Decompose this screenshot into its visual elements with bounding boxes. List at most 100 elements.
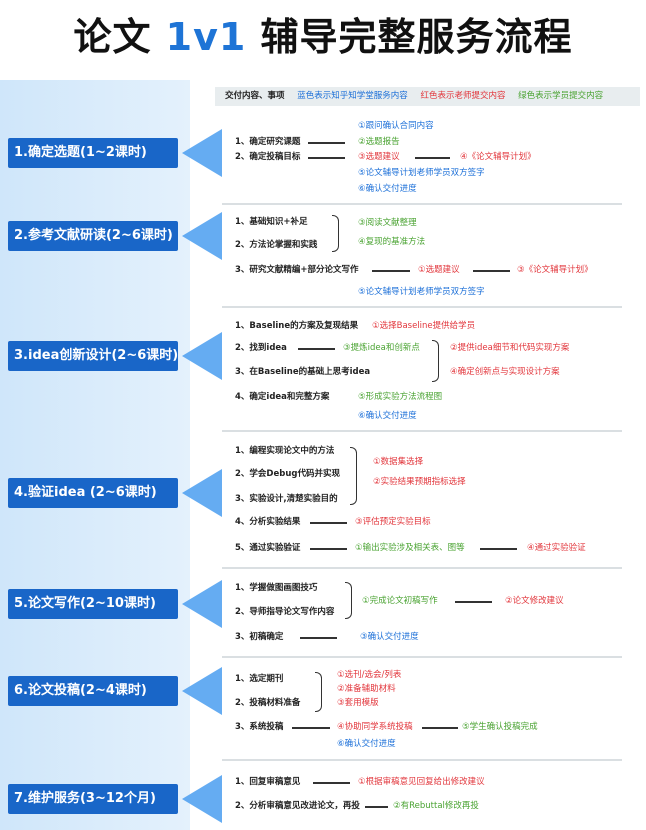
- legend-red: 红色表示老师提交内容: [420, 91, 506, 101]
- deliverable-item: ②实验结果预期指标选择: [373, 477, 466, 487]
- deliverable-item: ④复现的基准方法: [358, 237, 426, 247]
- connector-line: [372, 270, 410, 272]
- stage-label: 7.维护服务(3~12个月): [8, 784, 178, 814]
- legend-bar: 交付内容、事项 蓝色表示知乎知学堂服务内容 红色表示老师提交内容 绿色表示学员提…: [215, 87, 640, 106]
- step-item: 2、找到idea: [235, 343, 287, 353]
- step-item: 2、方法论掌握和实践: [235, 240, 318, 250]
- deliverable-item: ⑤学生确认投稿完成: [462, 722, 538, 732]
- bracket-icon: [432, 340, 439, 382]
- connector-line: [365, 806, 388, 808]
- deliverable-item: ②提供idea细节和代码实现方案: [450, 343, 570, 353]
- deliverable-item: ③提炼idea和创新点: [343, 343, 420, 353]
- connector-line: [415, 157, 450, 159]
- step-item: 5、通过实验验证: [235, 543, 301, 553]
- step-item: 2、分析审稿意见改进论文，再投: [235, 801, 360, 811]
- deliverable-item: ⑤形成实验方法流程图: [358, 392, 443, 402]
- section-divider: [222, 306, 622, 308]
- bracket-icon: [350, 447, 357, 505]
- deliverable-item: ①数据集选择: [373, 457, 424, 467]
- step-item: 1、回复审稿意见: [235, 777, 301, 787]
- deliverable-item: ①选题建议: [418, 265, 460, 275]
- step-item: 2、确定投稿目标: [235, 152, 301, 162]
- deliverable-item: ①选择Baseline提供给学员: [372, 321, 476, 331]
- connector-line: [313, 782, 350, 784]
- deliverable-item: ⑥确认交付进度: [358, 184, 417, 194]
- pointer-triangle-icon: [182, 775, 222, 823]
- deliverable-item: ④协助同学系统投稿: [337, 722, 413, 732]
- deliverable-item: ②准备辅助材料: [337, 684, 396, 694]
- stage-label: 3.idea创新设计(2~6课时): [8, 341, 178, 371]
- connector-line: [480, 548, 517, 550]
- deliverable-item: ①跟问确认合同内容: [358, 121, 434, 131]
- pointer-triangle-icon: [182, 667, 222, 715]
- legend-blue: 蓝色表示知乎知学堂服务内容: [297, 91, 408, 101]
- section-divider: [222, 656, 622, 658]
- stage-label: 4.验证idea (2~6课时): [8, 478, 178, 508]
- step-item: 4、分析实验结果: [235, 517, 301, 527]
- step-item: 1、选定期刊: [235, 674, 284, 684]
- deliverable-item: ⑥确认交付进度: [358, 411, 417, 421]
- step-item: 1、编程实现论文中的方法: [235, 446, 335, 456]
- deliverable-item: ③选题建议: [358, 152, 400, 162]
- deliverable-item: ①完成论文初稿写作: [362, 596, 438, 606]
- deliverable-item: ②选题报告: [358, 137, 400, 147]
- connector-line: [455, 601, 492, 603]
- step-item: 1、Baseline的方案及复现结果: [235, 321, 359, 331]
- deliverable-item: ⑤论文辅导计划老师学员双方签字: [358, 168, 485, 178]
- deliverable-item: ④《论文辅导计划》: [460, 152, 536, 162]
- deliverable-item: ③阅读文献整理: [358, 218, 417, 228]
- stage-label: 6.论文投稿(2~4课时): [8, 676, 178, 706]
- pointer-triangle-icon: [182, 469, 222, 517]
- stage-label: 5.论文写作(2~10课时): [8, 589, 178, 619]
- step-item: 2、学会Debug代码并实现: [235, 469, 340, 479]
- step-item: 4、确定idea和完整方案: [235, 392, 330, 402]
- step-item: 1、学握做图画图技巧: [235, 583, 318, 593]
- step-item: 3、研究文献精编+部分论文写作: [235, 265, 359, 275]
- pointer-triangle-icon: [182, 580, 222, 628]
- connector-line: [310, 548, 347, 550]
- legend-green: 绿色表示学员提交内容: [518, 91, 604, 101]
- connector-line: [308, 142, 345, 144]
- connector-line: [310, 522, 347, 524]
- pointer-triangle-icon: [182, 129, 222, 177]
- step-item: 3、实验设计,清楚实验目的: [235, 494, 338, 504]
- step-item: 2、投稿材料准备: [235, 698, 301, 708]
- page-title: 论文 1v1 辅导完整服务流程: [0, 6, 646, 61]
- deliverable-item: ⑤论文辅导计划老师学员双方签字: [358, 287, 485, 297]
- step-item: 3、初稿确定: [235, 632, 284, 642]
- step-item: 3、系统投稿: [235, 722, 284, 732]
- connector-line: [292, 727, 330, 729]
- stage-panel: [0, 80, 190, 830]
- step-item: 1、确定研究课题: [235, 137, 301, 147]
- connector-line: [308, 157, 345, 159]
- section-divider: [222, 759, 622, 761]
- bracket-icon: [332, 215, 339, 252]
- pointer-triangle-icon: [182, 212, 222, 260]
- deliverable-item: ③《论文辅导计划》: [517, 265, 593, 275]
- stage-label: 1.确定选题(1~2课时): [8, 138, 178, 168]
- step-item: 2、导师指导论文写作内容: [235, 607, 335, 617]
- connector-line: [422, 727, 458, 729]
- deliverable-item: ①选刊/选会/列表: [337, 670, 402, 680]
- bracket-icon: [345, 582, 352, 619]
- stage-label: 2.参考文献研读(2~6课时): [8, 221, 178, 251]
- section-divider: [222, 567, 622, 569]
- connector-line: [298, 348, 335, 350]
- section-divider: [222, 203, 622, 205]
- bracket-icon: [315, 672, 322, 712]
- legend-heading: 交付内容、事项: [225, 91, 285, 101]
- title-accent: 1v1: [165, 15, 247, 59]
- deliverable-item: ②有Rebuttal修改再投: [393, 801, 479, 811]
- step-item: 3、在Baseline的基础上思考idea: [235, 367, 371, 377]
- deliverable-item: ④确定创新点与实现设计方案: [450, 367, 560, 377]
- deliverable-item: ④通过实验验证: [527, 543, 586, 553]
- deliverable-item: ①根据审稿意见回复给出修改建议: [358, 777, 485, 787]
- step-item: 1、基础知识+补足: [235, 217, 308, 227]
- title-suffix: 辅导完整服务流程: [246, 15, 573, 59]
- section-divider: [222, 430, 622, 432]
- connector-line: [473, 270, 510, 272]
- title-prefix: 论文: [73, 15, 166, 59]
- deliverable-item: ⑥确认交付进度: [337, 739, 396, 749]
- connector-line: [300, 637, 337, 639]
- deliverable-item: ③套用模版: [337, 698, 379, 708]
